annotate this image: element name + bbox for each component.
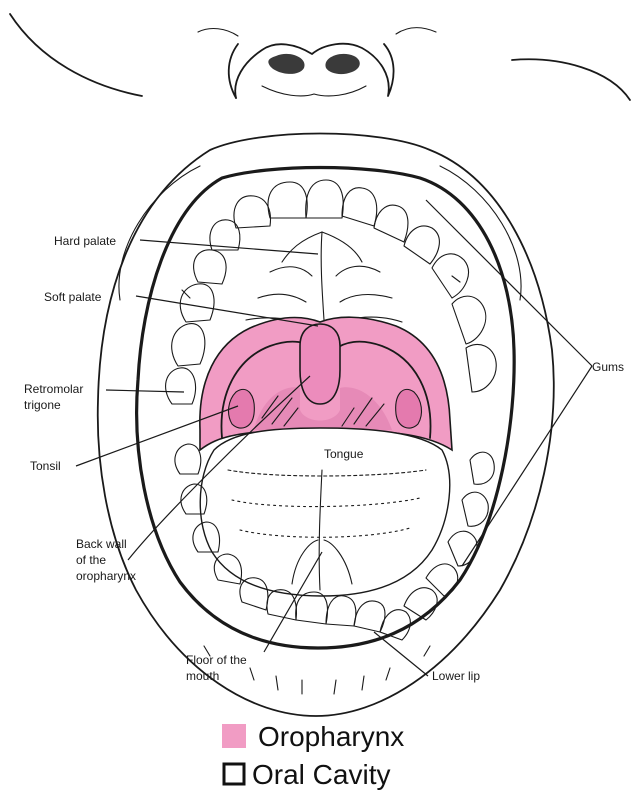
legend-label-oral-cavity: Oral Cavity: [252, 759, 390, 790]
legend-swatch-oropharynx: [222, 724, 246, 748]
label-floor-line1: Floor of the: [186, 653, 247, 667]
label-lower-lip: Lower lip: [432, 669, 480, 683]
label-floor-line2: mouth: [186, 669, 219, 683]
label-hard-palate: Hard palate: [54, 234, 116, 248]
label-retromolar-line1: Retromolar: [24, 382, 83, 396]
label-soft-palate: Soft palate: [44, 290, 102, 304]
legend-label-oropharynx: Oropharynx: [258, 721, 404, 752]
label-tonsil: Tonsil: [30, 459, 61, 473]
legend: Oropharynx Oral Cavity: [222, 721, 404, 790]
label-back-wall-line3: oropharynx: [76, 569, 136, 583]
leader-retromolar: [106, 390, 184, 392]
nose: [198, 28, 436, 98]
left-cheek-line: [10, 14, 142, 96]
label-back-wall-line2: of the: [76, 553, 106, 567]
leader-soft-palate: [136, 296, 318, 326]
leader-gums-lower: [462, 366, 592, 566]
leader-gums-upper: [426, 200, 592, 366]
label-retromolar-line2: trigone: [24, 398, 61, 412]
palate-ridges: [246, 232, 402, 322]
label-back-wall-line1: Back wall: [76, 537, 127, 551]
leader-lower-lip: [374, 632, 428, 676]
label-tongue: Tongue: [324, 447, 364, 461]
right-cheek-line: [512, 59, 630, 100]
legend-swatch-oral-cavity: [224, 764, 244, 784]
label-gums: Gums: [592, 360, 624, 374]
labels: Hard palate Soft palate Retromolar trigo…: [24, 234, 624, 683]
